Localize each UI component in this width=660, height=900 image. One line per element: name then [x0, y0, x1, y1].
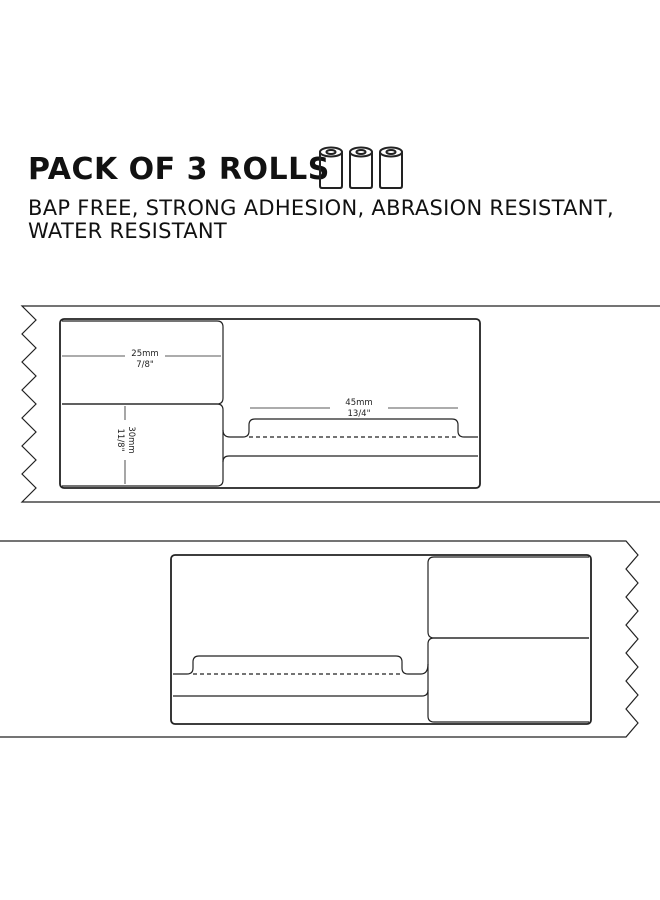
strip-1-backing	[20, 305, 660, 503]
height-mm: 30mm	[126, 426, 136, 453]
height-in: 11/8"	[115, 429, 125, 452]
strip-2-label	[170, 554, 592, 725]
features-line-1: BAP FREE, STRONG ADHESION, ABRASION RESI…	[28, 196, 614, 220]
tail-in: 13/4"	[348, 409, 371, 419]
strip-2-backing	[0, 540, 639, 738]
headline: PACK OF 3 ROLLS	[28, 152, 330, 187]
tail-mm: 45mm	[345, 398, 372, 408]
width-small-in: 7/8"	[136, 360, 154, 370]
features-line-2: WATER RESISTANT	[28, 219, 228, 243]
strip-1-label	[59, 318, 481, 489]
three-rolls-icon	[319, 146, 403, 189]
width-small-mm: 25mm	[131, 349, 158, 359]
